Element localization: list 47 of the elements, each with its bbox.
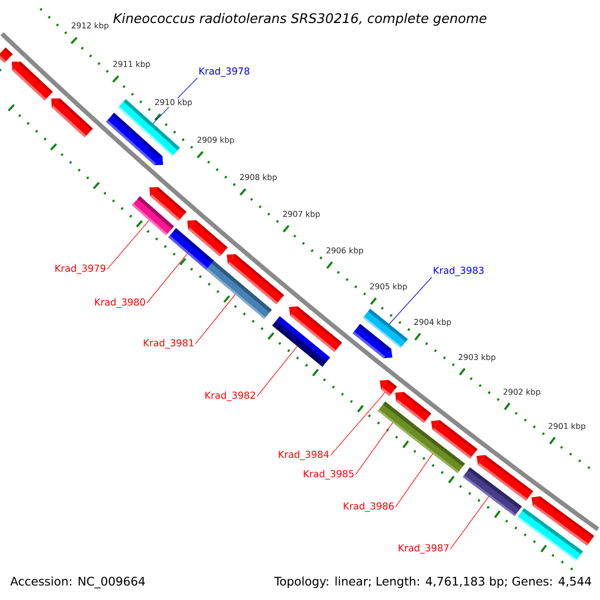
gene-block bbox=[106, 112, 164, 166]
gene-block bbox=[380, 380, 397, 396]
gene-label: Krad_3984 bbox=[278, 450, 329, 460]
tick-label: 2905 kbp bbox=[369, 282, 408, 292]
leader-line bbox=[106, 220, 150, 270]
tick-label: 2901 kbp bbox=[547, 422, 586, 432]
leader-line bbox=[146, 253, 188, 304]
gene-label: Krad_3981 bbox=[144, 339, 194, 349]
gene-block bbox=[476, 455, 534, 501]
gene-label: Krad_3985 bbox=[304, 470, 354, 480]
gene-bar bbox=[517, 508, 583, 561]
gene-block bbox=[149, 186, 186, 221]
gene-block bbox=[395, 392, 432, 423]
leader-line bbox=[355, 422, 393, 476]
gene-label: Krad_3982 bbox=[205, 391, 255, 401]
gene-block bbox=[51, 98, 93, 138]
gene-label: Krad_3979 bbox=[55, 264, 106, 274]
gene-label: Krad_3978 bbox=[199, 67, 250, 77]
tick-label: 2911 kbp bbox=[112, 60, 151, 70]
gene-block bbox=[352, 324, 392, 358]
leader-line bbox=[256, 346, 298, 397]
tick-label: 2910 kbp bbox=[154, 98, 193, 108]
gene-block bbox=[289, 306, 342, 352]
footer-text: Accession: NC_009664 bbox=[9, 576, 147, 590]
tick-label: 2904 kbp bbox=[413, 318, 452, 328]
tick-label: 2906 kbp bbox=[325, 246, 364, 256]
footer-text: Topology: linear; Length: 4,761,183 bp; Genes: 4,544 bbox=[273, 576, 593, 589]
gene-block bbox=[431, 420, 478, 459]
tick-label: 2909 kbp bbox=[196, 136, 236, 145]
gene-label: Krad_3983 bbox=[434, 266, 484, 276]
gene-block bbox=[187, 220, 228, 257]
title: Kineococcus radiotolerans SRS30216, complete genome bbox=[113, 12, 486, 26]
tick-label: 2902 kbp bbox=[502, 388, 542, 397]
gene-label: Krad_3986 bbox=[344, 502, 394, 512]
leader-line bbox=[195, 294, 236, 344]
tick-label: 2912 kbp bbox=[70, 22, 110, 31]
gene-block bbox=[12, 62, 53, 101]
gene-label: Krad_3980 bbox=[95, 298, 146, 308]
tick-label: 2907 kbp bbox=[282, 210, 321, 220]
leader-line bbox=[450, 496, 490, 550]
gene-label: Krad_3987 bbox=[398, 544, 449, 554]
gene-block bbox=[226, 254, 284, 304]
tick-label: 2908 kbp bbox=[238, 173, 278, 182]
leader-line bbox=[395, 453, 433, 508]
tick-label: 2903 kbp bbox=[458, 353, 496, 362]
leader-line bbox=[330, 392, 386, 456]
gene-bar bbox=[0, 48, 13, 63]
